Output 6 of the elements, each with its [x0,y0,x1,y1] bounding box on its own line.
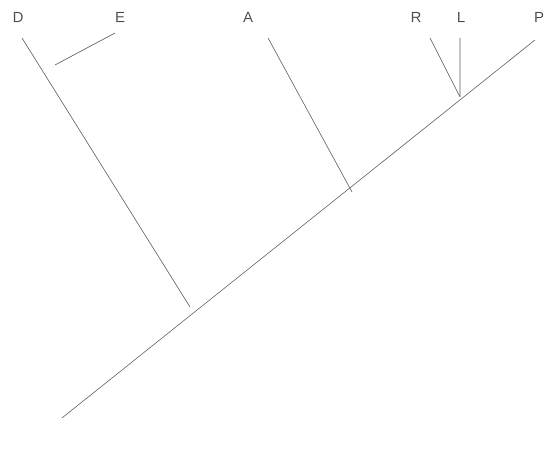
leaf-label: D [14,12,23,22]
leaf-label: A [243,12,253,22]
leaf-label: P [535,12,544,22]
leaf-label: R [412,12,421,22]
leaf-label: E [116,12,124,22]
leaf-label: L [458,12,465,22]
